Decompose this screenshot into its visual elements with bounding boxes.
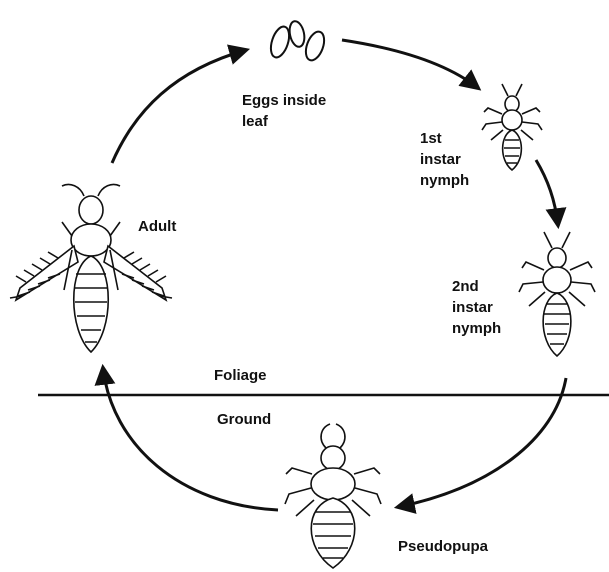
pseudopupa-illustration (285, 424, 381, 568)
label-adult-text: Adult (138, 216, 176, 237)
label-eggs-line-1: Eggs inside (242, 90, 326, 111)
label-foliage-text: Foliage (214, 365, 267, 386)
label-second-instar-line-3: nymph (452, 318, 501, 339)
arrow-first-to-second-instar (536, 160, 558, 225)
label-pseudopupa: Pseudopupa (398, 536, 488, 557)
arrow-eggs-to-first-instar (342, 40, 478, 88)
label-first-instar-line-3: nymph (420, 170, 469, 191)
label-first-instar-line-1: 1st (420, 128, 469, 149)
label-second-instar-line-2: instar (452, 297, 501, 318)
label-eggs-line-2: leaf (242, 111, 326, 132)
eggs-illustration (267, 20, 327, 63)
label-adult: Adult (138, 216, 176, 237)
label-second-instar-nymph: 2nd instar nymph (452, 276, 501, 339)
label-foliage: Foliage (214, 365, 267, 386)
label-pseudopupa-text: Pseudopupa (398, 536, 488, 557)
arrow-adult-to-eggs (112, 50, 246, 163)
label-ground: Ground (217, 409, 271, 430)
second-instar-nymph-illustration (519, 232, 595, 356)
label-second-instar-line-1: 2nd (452, 276, 501, 297)
label-first-instar-nymph: 1st instar nymph (420, 128, 469, 191)
arrow-pseudopupa-to-adult (103, 368, 278, 510)
label-first-instar-line-2: instar (420, 149, 469, 170)
adult-thrips-illustration (10, 184, 172, 352)
first-instar-nymph-illustration (482, 84, 542, 170)
label-ground-text: Ground (217, 409, 271, 430)
arrow-second-instar-to-pseudopupa (398, 378, 566, 507)
label-eggs-inside-leaf: Eggs inside leaf (242, 90, 326, 132)
